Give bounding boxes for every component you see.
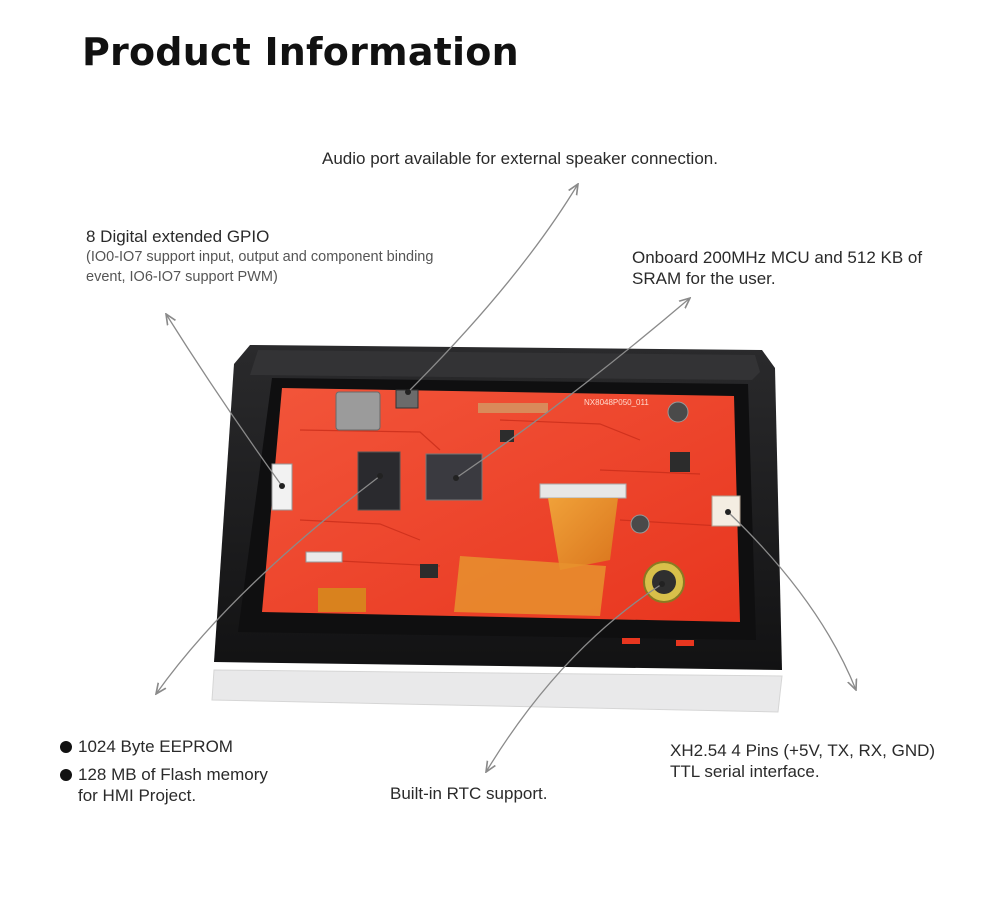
callout-mcu: Onboard 200MHz MCU and 512 KB of SRAM fo… [632, 247, 922, 289]
bullet-flash-line-1: 128 MB of Flash memory [78, 765, 268, 784]
arrow-serial [727, 511, 856, 690]
capacitor [630, 514, 650, 534]
memory-bullet-list: 1024 Byte EEPROM 128 MB of Flash memory … [58, 736, 268, 813]
callout-mcu-line-2: SRAM for the user. [632, 269, 776, 288]
small-module [318, 588, 366, 612]
bullet-flash: 128 MB of Flash memory for HMI Project. [58, 764, 268, 806]
arrow-mcu [455, 298, 690, 479]
callout-gpio-title: 8 Digital extended GPIO [86, 227, 270, 246]
flex-cable-lower [454, 556, 606, 616]
sd-slot [335, 391, 381, 431]
callout-audio: Audio port available for external speake… [322, 148, 718, 169]
bullet-flash-line-2: for HMI Project. [78, 786, 197, 805]
lcd-base [211, 669, 783, 713]
small-connector [305, 551, 343, 563]
flash-chip [357, 451, 401, 511]
arrow-rtc [486, 583, 663, 772]
callout-rtc: Built-in RTC support. [390, 783, 547, 804]
fpc-connector [539, 483, 627, 499]
flex-cable [548, 498, 618, 570]
arrow-audio [407, 184, 578, 393]
bullet-eeprom: 1024 Byte EEPROM [58, 736, 268, 757]
enclosure-rim [250, 350, 760, 380]
capacitor [667, 401, 689, 423]
bullet-eeprom-text: 1024 Byte EEPROM [78, 737, 233, 756]
callout-gpio-detail-1: (IO0-IO7 support input, output and compo… [86, 249, 434, 265]
small-chip [500, 430, 514, 442]
small-chip [670, 452, 690, 472]
callout-gpio-detail-2: event, IO6-IO7 support PWM) [86, 269, 278, 285]
callout-rtc-text: Built-in RTC support. [390, 784, 548, 803]
board-silkscreen: NX8048P050_011 [584, 398, 649, 407]
callout-serial-line-2: TTL serial interface. [670, 762, 820, 781]
arrow-eeprom [156, 475, 381, 694]
arrow-gpio [166, 314, 283, 487]
callout-serial: XH2.54 4 Pins (+5V, TX, RX, GND) TTL ser… [670, 740, 935, 782]
callout-gpio: 8 Digital extended GPIO (IO0-IO7 support… [86, 226, 433, 287]
callout-audio-text: Audio port available for external speake… [322, 149, 718, 168]
callout-serial-line-1: XH2.54 4 Pins (+5V, TX, RX, GND) [670, 741, 936, 760]
callout-mcu-line-1: Onboard 200MHz MCU and 512 KB of [632, 248, 923, 267]
header-strip [478, 403, 548, 413]
small-chip [420, 564, 438, 578]
page-title: Product Information [82, 30, 519, 74]
